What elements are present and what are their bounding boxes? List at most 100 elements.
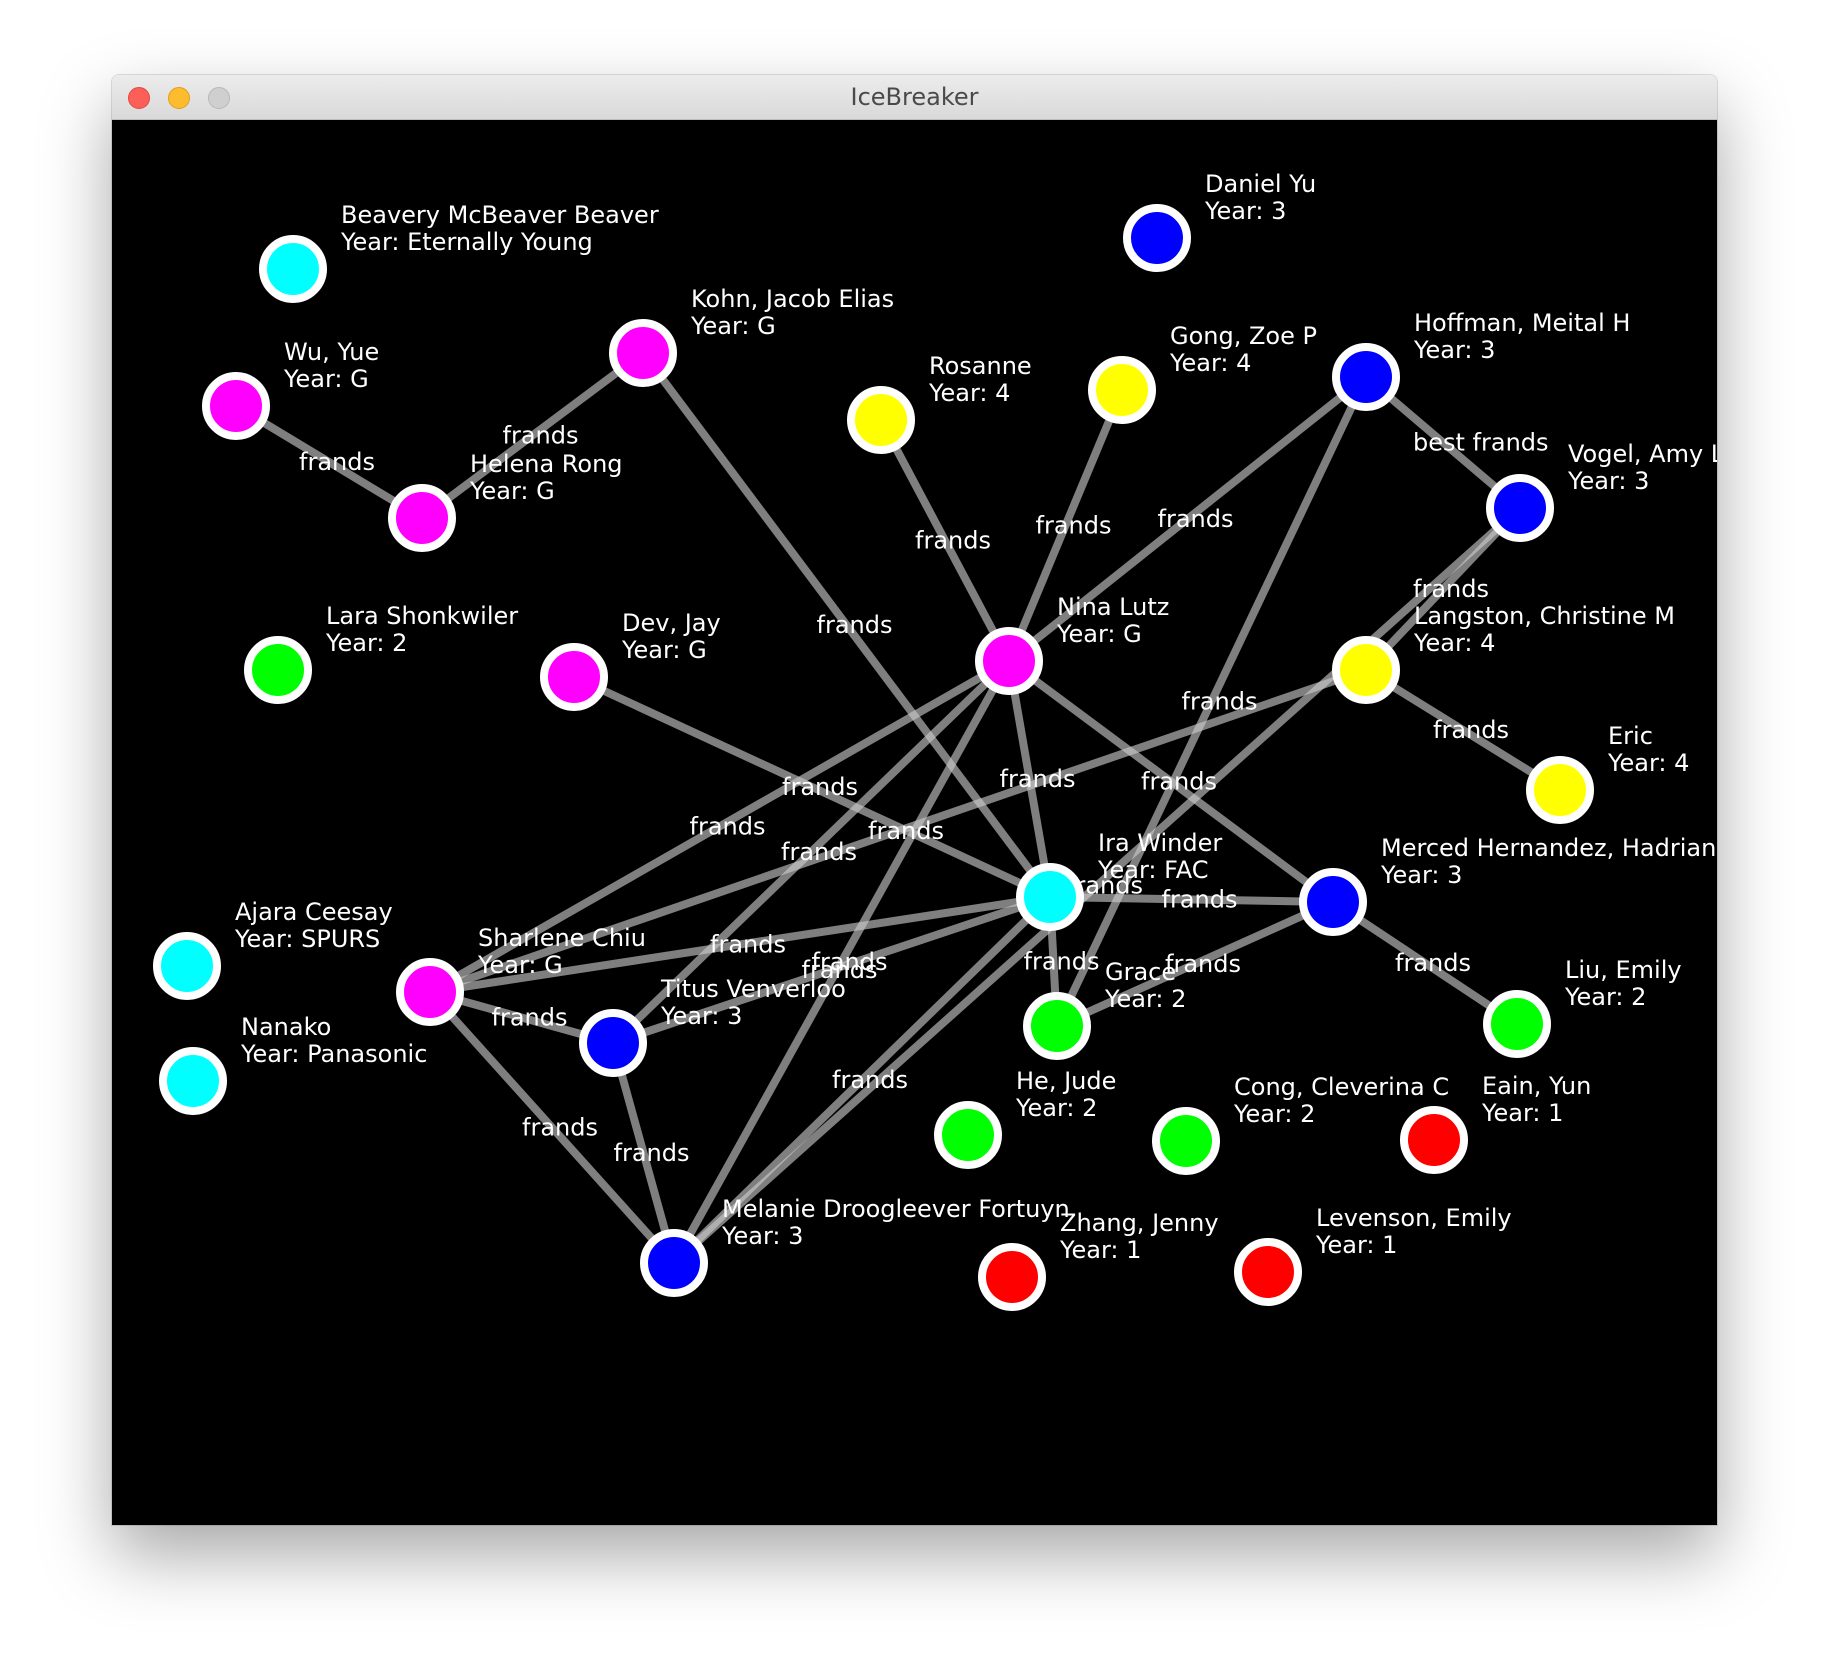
node-dot[interactable] xyxy=(934,1101,1002,1169)
node-dot[interactable] xyxy=(579,1009,647,1077)
node-year-label: Year: 1 xyxy=(1481,1099,1563,1127)
edge-label: frands xyxy=(503,422,579,450)
edge-label: best frands xyxy=(1413,429,1549,457)
node-year-label: Year: 1 xyxy=(1059,1236,1141,1264)
node-dot[interactable] xyxy=(1526,756,1594,824)
edge-label: frands xyxy=(1024,948,1100,976)
node-year-label: Year: 4 xyxy=(1607,749,1689,777)
node-dot[interactable] xyxy=(978,1243,1046,1311)
edge-label: frands xyxy=(492,1004,568,1032)
edge-merced-liu xyxy=(1329,898,1521,1028)
node-name-label: Nina Lutz xyxy=(1057,593,1169,621)
node-name-label: Liu, Emily xyxy=(1565,956,1682,984)
edge-hoffman-grace xyxy=(1053,373,1370,1030)
edge-label: frands xyxy=(690,813,766,841)
node-dot[interactable] xyxy=(388,484,456,552)
edge-ira-sharlene xyxy=(426,893,1054,996)
node-dot[interactable] xyxy=(1234,1238,1302,1306)
node-dot[interactable] xyxy=(1016,863,1084,931)
node-name-label: Daniel Yu xyxy=(1205,170,1316,198)
node-year-label: Year: G xyxy=(283,365,369,393)
node-name-label: Wu, Yue xyxy=(284,338,379,366)
edge-label: frands xyxy=(832,1066,908,1094)
edge-helena-kohn xyxy=(418,349,647,522)
node-dot[interactable] xyxy=(259,235,327,303)
node-dot[interactable] xyxy=(1152,1107,1220,1175)
graph-canvas[interactable]: frands frands frands frands frands frands best… xyxy=(112,120,1717,1525)
edge-nina-ira xyxy=(1005,657,1054,901)
node-name-label: Eric xyxy=(1608,722,1653,750)
node-year-label: Year: 2 xyxy=(325,629,407,657)
node-dot[interactable] xyxy=(396,958,464,1026)
edge-label: frands xyxy=(782,773,858,801)
node-dot[interactable] xyxy=(1088,356,1156,424)
node-name-label: Cong, Cleverina C xyxy=(1234,1073,1449,1101)
node-dot[interactable] xyxy=(1023,992,1091,1060)
node-dot[interactable] xyxy=(847,386,915,454)
node-year-label: Year: G xyxy=(469,477,555,505)
close-window-button[interactable] xyxy=(128,87,150,109)
node-name-label: Gong, Zoe P xyxy=(1170,322,1317,350)
edge-titus-melanie xyxy=(609,1039,678,1267)
node-dot[interactable] xyxy=(153,932,221,1000)
node-dot[interactable] xyxy=(1332,343,1400,411)
friend-graph[interactable]: frands frands frands frands frands frands best… xyxy=(112,120,1717,1525)
node-dot[interactable] xyxy=(975,627,1043,695)
node-dot[interactable] xyxy=(1483,990,1551,1058)
node-dot[interactable] xyxy=(202,372,270,440)
node-dot[interactable] xyxy=(609,319,677,387)
node-dot[interactable] xyxy=(1332,636,1400,704)
node-name-label: Kohn, Jacob Elias xyxy=(691,285,894,313)
node-name-label: Ira Winder xyxy=(1098,829,1222,857)
node-year-label: Year: 3 xyxy=(1567,467,1649,495)
node-name-label: He, Jude xyxy=(1016,1067,1116,1095)
edge-label: frands xyxy=(812,948,888,976)
node-dot[interactable] xyxy=(244,636,312,704)
node-dot[interactable] xyxy=(1486,474,1554,542)
node-dot[interactable] xyxy=(1299,868,1367,936)
edge-ira-merced xyxy=(1046,893,1337,906)
node-name-label: Grace xyxy=(1105,958,1176,986)
node-dot[interactable] xyxy=(540,643,608,711)
node-dot[interactable] xyxy=(159,1047,227,1115)
edge-rosanne-nina xyxy=(877,416,1013,665)
minimize-window-button[interactable] xyxy=(168,87,190,109)
title-bar[interactable]: IceBreaker xyxy=(112,75,1717,120)
node-dot[interactable] xyxy=(1123,204,1191,272)
node-name-label: Levenson, Emily xyxy=(1316,1204,1512,1232)
node-name-label: Rosanne xyxy=(929,352,1032,380)
node-year-label: Year: 2 xyxy=(1564,983,1646,1011)
node-name-label: Zhang, Jenny xyxy=(1060,1209,1219,1237)
node-dot[interactable] xyxy=(640,1229,708,1297)
zoom-window-button[interactable] xyxy=(208,87,230,109)
node-dot[interactable] xyxy=(1400,1106,1468,1174)
